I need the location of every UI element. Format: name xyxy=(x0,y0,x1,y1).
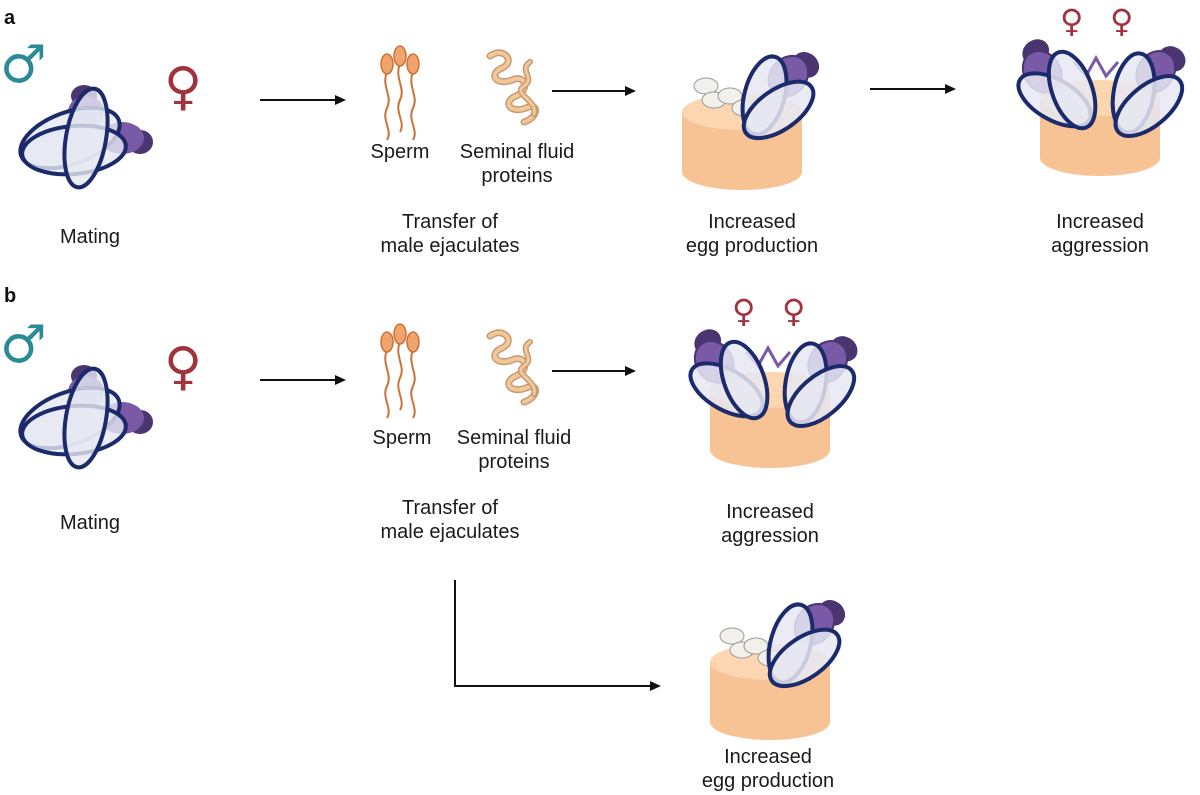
agg-label-a-2: aggression xyxy=(1051,235,1149,257)
arrowhead-a3 xyxy=(945,84,956,94)
agg-label-b-1: Increased xyxy=(726,501,814,523)
svg-text:♀: ♀ xyxy=(164,337,202,397)
egg-label-b-2: egg production xyxy=(702,770,834,792)
arrowhead-b1 xyxy=(335,375,346,385)
svg-text:♀: ♀ xyxy=(1110,2,1133,40)
arrow-b3 xyxy=(454,580,652,687)
sperm-icon xyxy=(380,45,420,141)
female-symbol-icon: ♀ xyxy=(164,57,202,117)
sperm-icon xyxy=(380,323,420,419)
svg-text:♀: ♀ xyxy=(732,292,755,330)
arrowhead-a1 xyxy=(335,95,346,105)
egg-label-b-1: Increased xyxy=(724,746,812,768)
arrowhead-a2 xyxy=(625,86,636,96)
mating-flies-icon xyxy=(18,85,153,190)
svg-text:♀: ♀ xyxy=(164,57,202,117)
svg-text:♂: ♂ xyxy=(0,315,47,375)
transfer-label-a-1: Transfer of xyxy=(402,211,498,233)
female-symbol-icon: ♀ xyxy=(782,292,805,330)
mating-label-a: Mating xyxy=(60,226,120,248)
svg-text:♂: ♂ xyxy=(0,35,47,95)
fighting-flies-icon xyxy=(988,18,1200,161)
mating-flies-icon xyxy=(18,365,153,470)
female-symbol-icon: ♀ xyxy=(164,337,202,397)
agg-label-b-2: aggression xyxy=(721,525,819,547)
protein-icon xyxy=(490,53,536,122)
arrowhead-b2 xyxy=(625,366,636,376)
egg-label-a-1: Increased xyxy=(708,211,796,233)
agg-label-a-1: Increased xyxy=(1056,211,1144,233)
sfp-label-a-1: Seminal fluid xyxy=(460,141,575,163)
sfp-label-a-2: proteins xyxy=(481,165,552,187)
svg-text:♀: ♀ xyxy=(1060,2,1083,40)
male-symbol-icon: ♂ xyxy=(0,35,47,95)
panel-label-b: b xyxy=(4,285,16,307)
mating-label-b: Mating xyxy=(60,512,120,534)
panel-label-a: a xyxy=(4,7,16,29)
fighting-flies-icon xyxy=(660,308,884,451)
sfp-label-b-1: Seminal fluid xyxy=(457,427,572,449)
transfer-label-b-1: Transfer of xyxy=(402,497,498,519)
arrowhead-b3 xyxy=(650,681,661,691)
transfer-label-b-2: male ejaculates xyxy=(381,521,520,543)
egg-label-a-2: egg production xyxy=(686,235,818,257)
female-symbol-icon: ♀ xyxy=(1110,2,1133,40)
sperm-label-a: Sperm xyxy=(371,141,430,163)
male-symbol-icon: ♂ xyxy=(0,315,47,375)
sperm-label-b: Sperm xyxy=(373,427,432,449)
transfer-label-a-2: male ejaculates xyxy=(381,235,520,257)
sfp-label-b-2: proteins xyxy=(478,451,549,473)
female-symbol-icon: ♀ xyxy=(732,292,755,330)
protein-icon xyxy=(490,333,536,402)
svg-text:♀: ♀ xyxy=(782,292,805,330)
female-symbol-icon: ♀ xyxy=(1060,2,1083,40)
